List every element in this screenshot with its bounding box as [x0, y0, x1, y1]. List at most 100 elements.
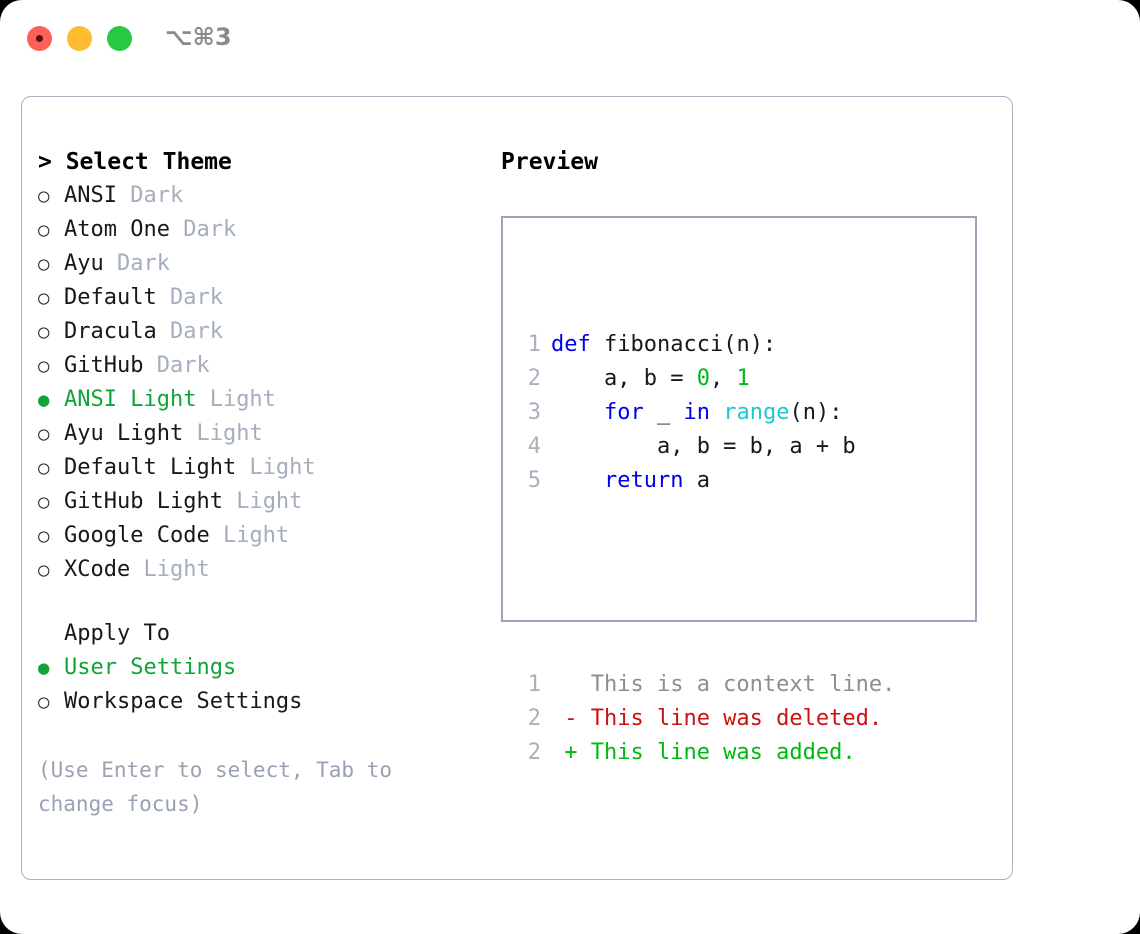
theme-item-github-light[interactable]: ○ GitHub Light Light — [38, 485, 478, 519]
theme-item-dracula[interactable]: ○ Dracula Dark — [38, 315, 478, 349]
theme-item-kind: Dark — [116, 183, 184, 208]
code-token: _ — [643, 400, 684, 425]
theme-item-atom-one[interactable]: ○ Atom One Dark — [38, 213, 478, 247]
code-token: fibonacci(n): — [590, 332, 777, 357]
code-token: 0 — [696, 366, 710, 391]
radio-unselected-icon: ○ — [38, 457, 50, 479]
theme-item-kind: Dark — [143, 353, 210, 378]
diff-line-del: 2 - This line was deleted. — [515, 702, 895, 736]
select-theme-heading: > Select Theme — [38, 149, 232, 175]
line-number: 5 — [527, 468, 541, 493]
code-token — [551, 400, 604, 425]
radio-unselected-icon: ○ — [38, 491, 50, 513]
keyboard-shortcut-label: ⌥⌘3 — [165, 23, 232, 51]
theme-item-kind: Dark — [103, 251, 170, 276]
line-number: 1 — [527, 332, 541, 357]
code-token: a, b = — [551, 366, 697, 391]
code-line: 4 a, b = b, a + b — [515, 430, 895, 464]
apply-to-section: Apply To ●User Settings○Workspace Settin… — [38, 617, 478, 719]
theme-item-label: XCode — [64, 557, 131, 582]
theme-item-label: Default — [64, 285, 157, 310]
theme-item-label: Google Code — [64, 523, 210, 548]
line-number: 2 — [527, 366, 541, 391]
theme-item-label: Ayu Light — [64, 421, 184, 446]
code-token: a, b = b, a + b — [551, 434, 856, 459]
theme-item-label: Dracula — [64, 319, 157, 344]
theme-item-kind: Light — [209, 523, 290, 548]
diff-line-text: - This line was deleted. — [551, 706, 883, 731]
theme-item-kind: Light — [196, 387, 276, 412]
code-line: 2 a, b = 0, 1 — [515, 362, 895, 396]
line-number: 1 — [527, 672, 541, 697]
theme-item-label: Atom One — [64, 217, 170, 242]
radio-unselected-icon: ○ — [38, 185, 50, 207]
code-token: 1 — [736, 366, 750, 391]
theme-item-google-code[interactable]: ○ Google Code Light — [38, 519, 478, 553]
diff-line-text: This is a context line. — [551, 672, 896, 697]
theme-item-ansi[interactable]: ○ANSI Dark — [38, 179, 478, 213]
radio-unselected-icon: ○ — [38, 321, 50, 343]
code-token: a — [683, 468, 710, 493]
radio-unselected-icon: ○ — [38, 423, 50, 445]
theme-item-github[interactable]: ○ GitHub Dark — [38, 349, 478, 383]
titlebar: ⌥⌘3 — [0, 0, 1140, 76]
radio-unselected-icon: ○ — [38, 355, 50, 377]
apply-to-option-label: User Settings — [64, 655, 237, 680]
close-button[interactable] — [27, 26, 52, 51]
theme-selector-column: > Select Theme ○ANSI Dark○Atom One Dark○… — [38, 145, 478, 821]
radio-selected-icon: ● — [38, 389, 50, 411]
theme-item-kind: Dark — [156, 319, 223, 344]
radio-unselected-icon: ○ — [38, 691, 50, 713]
theme-item-kind: Dark — [156, 285, 223, 310]
apply-to-option-workspace-settings[interactable]: ○ Workspace Settings — [38, 685, 478, 719]
theme-item-ayu[interactable]: ○Ayu Dark — [38, 247, 478, 281]
keyboard-hint-text: (Use Enter to select, Tab to change focu… — [38, 758, 405, 816]
apply-to-options: ● User Settings ○ Workspace Settings — [38, 651, 478, 719]
radio-selected-icon: ● — [38, 657, 50, 679]
line-number: 3 — [527, 400, 541, 425]
line-number: 4 — [527, 434, 541, 459]
maximize-button[interactable] — [107, 26, 132, 51]
code-token: (n): — [789, 400, 843, 425]
line-number: 2 — [527, 740, 541, 765]
theme-item-kind: Light — [183, 421, 263, 446]
theme-item-kind: Light — [222, 489, 303, 514]
diff-line-text: + This line was added. — [551, 740, 856, 765]
minimize-button[interactable] — [67, 26, 92, 51]
code-line: 5 return a — [515, 464, 895, 498]
radio-unselected-icon: ○ — [38, 287, 50, 309]
radio-unselected-icon: ○ — [38, 253, 50, 275]
radio-unselected-icon: ○ — [38, 525, 50, 547]
code-diff-separator — [515, 566, 895, 600]
line-number: 2 — [527, 706, 541, 731]
radio-unselected-icon: ○ — [38, 219, 50, 241]
apply-to-option-user-settings[interactable]: ● User Settings — [38, 651, 478, 685]
preview-heading: Preview — [501, 149, 598, 175]
theme-item-ansi-light[interactable]: ●ANSI Light Light — [38, 383, 478, 417]
code-token: for — [603, 400, 644, 425]
code-line: 1 def fibonacci(n): — [515, 328, 895, 362]
theme-item-label: GitHub — [64, 353, 144, 378]
theme-item-default-light[interactable]: ○ Default Light Light — [38, 451, 478, 485]
diff-line-add: 2 + This line was added. — [515, 736, 895, 770]
theme-item-default[interactable]: ○ Default Dark — [38, 281, 478, 315]
code-token — [710, 400, 723, 425]
theme-item-xcode[interactable]: ○XCode Light — [38, 553, 478, 587]
theme-item-kind: Light — [130, 557, 210, 582]
main-panel: > Select Theme ○ANSI Dark○Atom One Dark○… — [21, 96, 1013, 880]
code-line: 3 for _ in range(n): — [515, 396, 895, 430]
apply-to-option-label: Workspace Settings — [64, 689, 303, 714]
theme-item-label: GitHub Light — [64, 489, 223, 514]
code-token: range — [723, 400, 790, 425]
theme-item-label: Default Light — [64, 455, 237, 480]
theme-item-kind: Dark — [169, 217, 237, 242]
code-token: , — [709, 366, 737, 391]
theme-item-ayu-light[interactable]: ○ Ayu Light Light — [38, 417, 478, 451]
code-token: def — [551, 332, 591, 357]
code-token: return — [603, 468, 684, 493]
theme-item-kind: Light — [236, 455, 316, 480]
